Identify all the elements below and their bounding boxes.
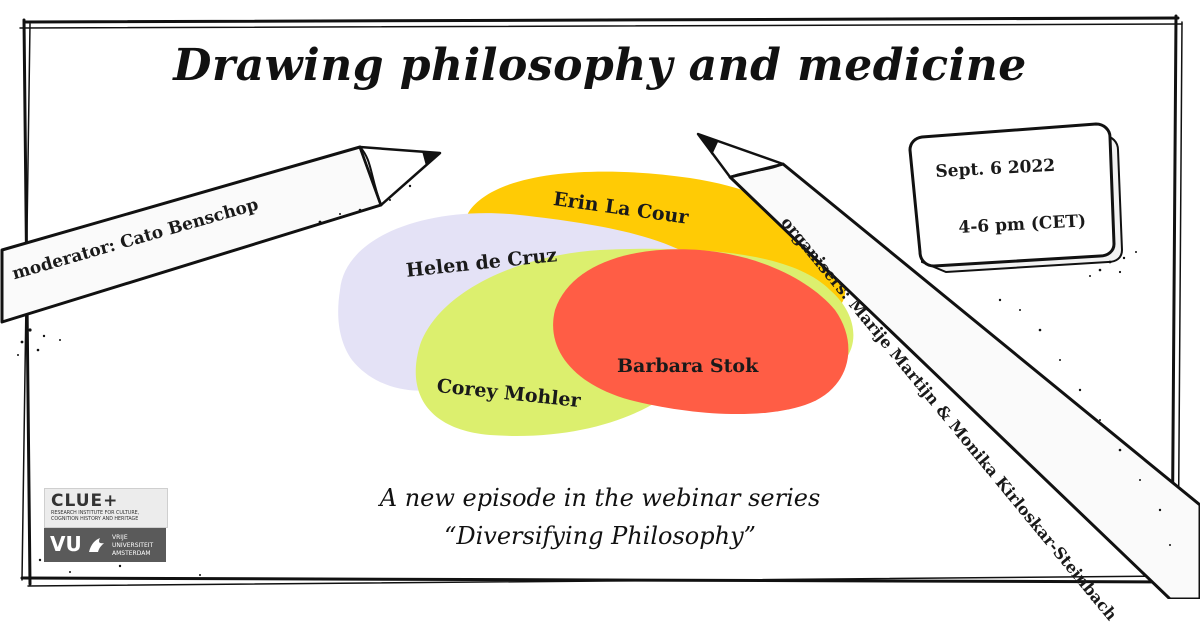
pencil-left [0,145,442,324]
vu-logo: VU VRIJE UNIVERSITEIT AMSTERDAM [44,528,166,562]
clue-logo: CLUE+ RESEARCH INSTITUTE FOR CULTURE, CO… [44,488,168,528]
clue-logo-wordmark: CLUE+ [51,491,119,511]
vu-logo-wordmark: VU [50,532,82,556]
poster-title: Drawing philosophy and medicine [173,40,1027,91]
clue-logo-subtitle: RESEARCH INSTITUTE FOR CULTURE, COGNITIO… [51,511,140,522]
vu-logo-subtitle: VRIJE UNIVERSITEIT AMSTERDAM [112,534,154,557]
poster-artwork [0,14,1200,599]
poster: Drawing philosophy and medicine Erin La … [0,14,1200,624]
speckle-texture [17,184,1171,576]
griffin-icon [89,538,104,552]
red-blob [553,249,849,415]
speaker-barbara-stok: Barbara Stok [617,355,759,377]
pencil-right [696,132,1200,599]
subtitle-line-2: “Diversifying Philosophy” [444,522,756,550]
sketch-frame [19,14,1183,589]
eraser [908,122,1124,274]
subtitle-line-1: A new episode in the webinar series [379,484,821,512]
